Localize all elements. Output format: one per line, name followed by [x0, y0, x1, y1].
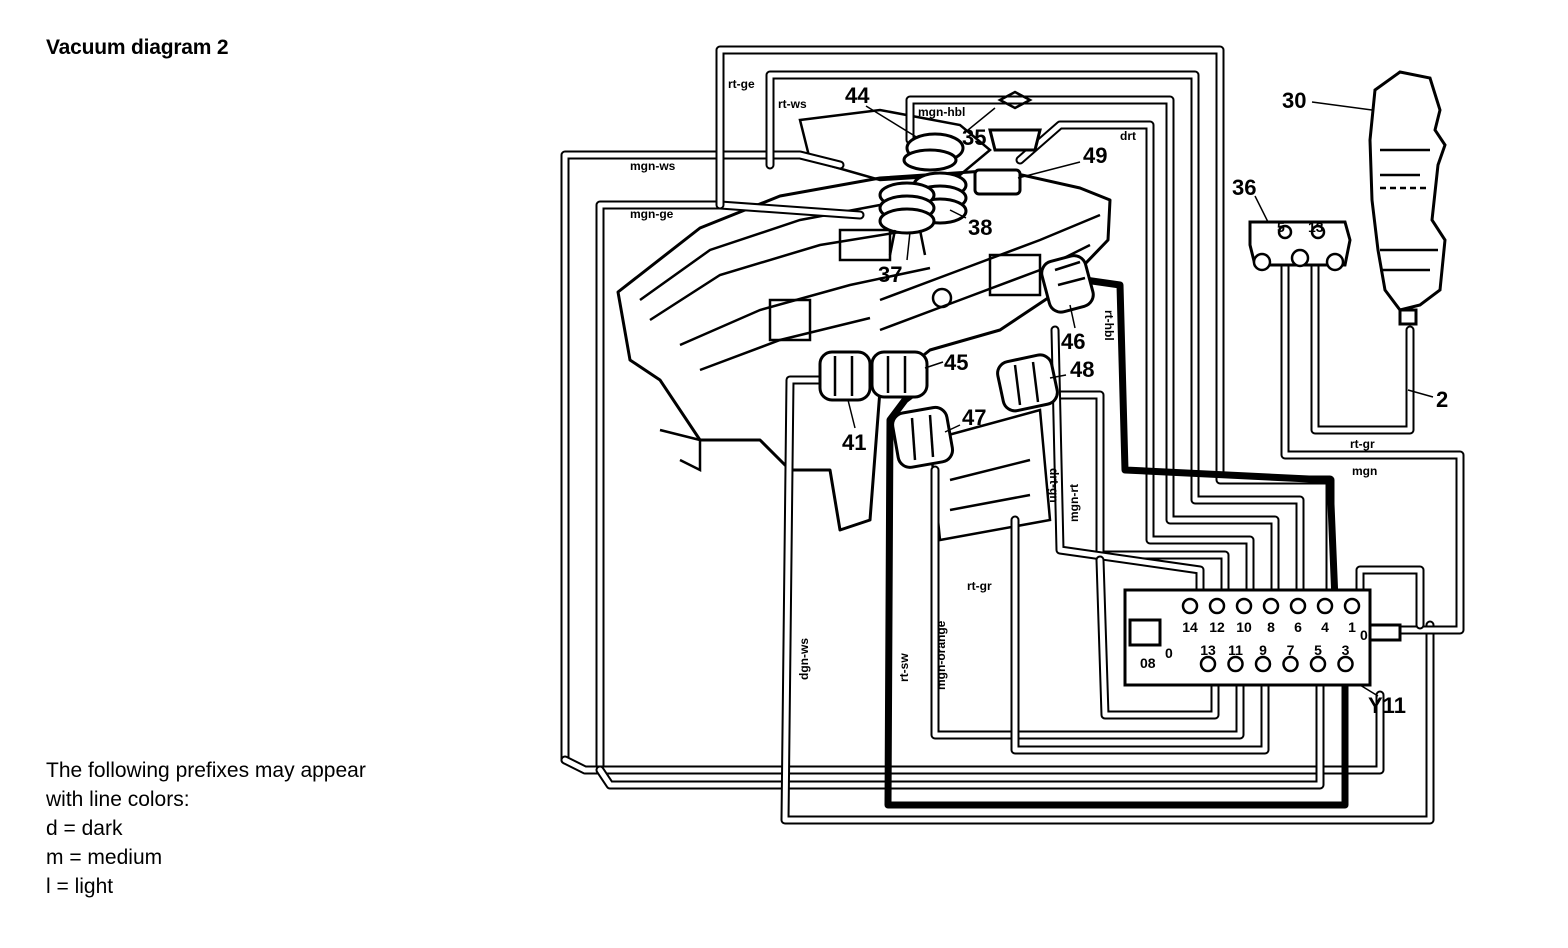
label-dgn-ws: dgn-ws: [797, 638, 811, 680]
label-mgn-hbl: mgn-hbl: [918, 105, 965, 119]
y11-bottom-port-label-7: 7: [1287, 642, 1295, 658]
label-drt: drt: [1120, 129, 1136, 143]
vacuum-actuator-41: [818, 350, 872, 402]
y11-top-port-label-12: 12: [1209, 619, 1225, 635]
callout-2: 2: [1436, 387, 1448, 412]
callout-35: 35: [962, 125, 986, 150]
y11-top-port-label-14: 14: [1182, 619, 1198, 635]
y11-top-port-8: [1262, 597, 1280, 615]
vacuum-actuator-46: [1040, 254, 1095, 314]
y11-bottom-port-7: [1282, 655, 1299, 673]
callout-44: 44: [845, 83, 870, 108]
y11-bottom-port-5: [1309, 655, 1327, 673]
y11-top-port-label-1: 1: [1348, 619, 1356, 635]
callout-48: 48: [1070, 357, 1094, 382]
vacuum-element-49: [973, 168, 1022, 196]
switch-36-port-13: 13: [1308, 219, 1324, 235]
y11-bottom-port-11: [1227, 655, 1244, 673]
vacuum-actuator-47: [891, 405, 955, 469]
callout-37: 37: [878, 262, 902, 287]
y11-top-port-12: [1208, 597, 1226, 615]
y11-bottom-port-label-3: 3: [1342, 642, 1350, 658]
legend-dark: d = dark: [46, 817, 123, 840]
y11-top-port-label-8: 8: [1267, 619, 1275, 635]
callout-47: 47: [962, 405, 986, 430]
label-mgn-orange: mgn-orange: [934, 620, 948, 690]
label-rt-ge: rt-ge: [728, 77, 755, 91]
y11-bottom-port-label-5: 5: [1314, 642, 1322, 658]
callout-y11: Y11: [1368, 693, 1406, 718]
y11-mark: 08: [1140, 655, 1156, 671]
callout-41: 41: [842, 430, 866, 455]
y11-bottom-port-13: [1199, 655, 1217, 673]
y11-top-port-6: [1289, 597, 1307, 615]
y11-top-port-14: [1181, 597, 1199, 615]
callout-36: 36: [1232, 175, 1256, 200]
y11-port-right: 0: [1360, 627, 1368, 643]
climate-housing: [616, 108, 1112, 542]
y11-top-port-4: [1316, 597, 1334, 615]
callout-30: 30: [1282, 88, 1306, 113]
label-rt-gr-top: rt-gr: [1350, 437, 1375, 451]
y11-top-port-label-6: 6: [1294, 619, 1302, 635]
label-mgn-rt: mgn-rt: [1067, 484, 1081, 522]
callout-38: 38: [968, 215, 992, 240]
y11-port-left: 0: [1165, 645, 1173, 661]
vacuum-switch-36: 5 13: [1248, 219, 1352, 272]
callout-45: 45: [944, 350, 968, 375]
vacuum-element-37: [878, 181, 936, 256]
y11-bottom-port-3: [1337, 655, 1354, 673]
label-rt-ws: rt-ws: [778, 97, 807, 111]
diagram-title: Vacuum diagram 2: [46, 36, 229, 59]
label-mgn-ge: mgn-ge: [630, 207, 674, 221]
vacuum-actuator-45: [870, 350, 929, 399]
legend-light: l = light: [46, 875, 114, 898]
y11-top-port-10: [1235, 597, 1253, 615]
label-drt-gn: drt-gn: [1047, 468, 1061, 503]
callout-46: 46: [1061, 329, 1085, 354]
y11-bottom-port-label-11: 11: [1228, 642, 1243, 658]
vacuum-element-44: [902, 132, 965, 172]
y11-bottom-port-label-9: 9: [1259, 642, 1267, 658]
hose-color-labels: rt-ge rt-ws mgn-hbl drt mgn-ws mgn-ge rt…: [630, 77, 1377, 690]
label-rt-hbl: rt-hbl: [1102, 310, 1116, 341]
label-rt-gr-bottom: rt-gr: [967, 579, 992, 593]
callout-49: 49: [1083, 143, 1107, 168]
label-mgn: mgn: [1352, 464, 1377, 478]
y11-top-port-label-4: 4: [1321, 619, 1329, 635]
label-rt-sw: rt-sw: [897, 653, 911, 682]
legend-intro-line-2: with line colors:: [46, 788, 190, 811]
vacuum-element-35: [988, 90, 1042, 152]
color-prefix-legend: The following prefixes may appear with l…: [46, 756, 366, 901]
y11-bottom-port-label-13: 13: [1200, 642, 1216, 658]
control-unit-30: [1368, 70, 1447, 326]
callouts: 30 36 2 44 35 49 38 37 46 45 48 47 41 Y1…: [842, 83, 1448, 718]
label-mgn-ws: mgn-ws: [630, 159, 676, 173]
vacuum-actuator-48: [996, 353, 1059, 413]
y11-top-port-1: [1343, 597, 1361, 615]
switch-36-port-5: 5: [1277, 219, 1285, 235]
legend-medium: m = medium: [46, 846, 163, 869]
y11-top-port-label-10: 10: [1236, 619, 1252, 635]
legend-intro-line-1: The following prefixes may appear: [46, 759, 366, 782]
y11-bottom-port-9: [1254, 655, 1272, 673]
switchover-valve-y11: 08 0 0 14 12 10 8 6 4 1 13 11 9 7 5 3: [1123, 588, 1402, 687]
